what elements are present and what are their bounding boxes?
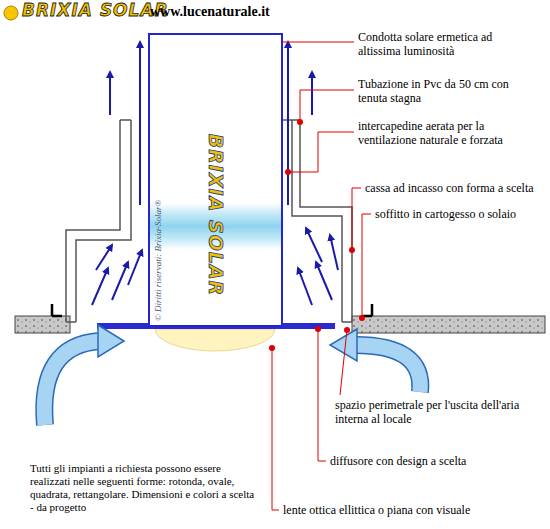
ceiling-slab <box>352 316 545 333</box>
note-text: Tutti gli impianti a richiesta possono e… <box>30 462 258 514</box>
leader-line <box>340 330 347 395</box>
copyright-text: © Diritti riservati: Brixia-Solar® <box>153 200 163 321</box>
part-label: intercapedine aerata per la ventilazione… <box>358 119 530 147</box>
air-arrow <box>112 262 128 300</box>
housing-wall <box>66 120 131 322</box>
optical-lens <box>155 329 275 351</box>
housing-wall <box>66 120 120 322</box>
bracket <box>52 304 62 316</box>
air-arrow <box>139 42 141 205</box>
part-label: Condotta solare ermetica ad altissima lu… <box>358 30 498 58</box>
leader-dot <box>359 315 365 321</box>
leader-line <box>272 348 279 510</box>
leader-dot <box>285 169 291 175</box>
air-arrow <box>306 228 322 262</box>
leader-line <box>300 90 354 122</box>
website-url: www.lucenaturale.it <box>150 5 270 19</box>
air-arrow <box>287 42 289 205</box>
part-label: diffusore con design a scelta <box>330 454 530 468</box>
leader-line <box>352 188 361 250</box>
curved-arrow-head <box>98 325 124 357</box>
leader-dot <box>315 326 321 332</box>
air-arrow <box>96 245 112 270</box>
housing-wall <box>76 120 131 322</box>
logo-sun <box>4 6 18 20</box>
part-label: spazio perimetrale per l'uscita dell'ari… <box>335 398 527 426</box>
air-arrow <box>316 262 332 300</box>
brand-logo: BRIXIA SOLAR <box>22 3 169 17</box>
air-arrow <box>330 235 338 270</box>
air-arrow <box>298 268 312 305</box>
leader-dot <box>349 247 355 253</box>
curved-arrow <box>44 341 100 425</box>
logo-text: BRIXIA SOLAR <box>205 134 227 297</box>
air-arrow <box>92 268 108 305</box>
curved-arrow <box>44 341 100 425</box>
leader-line <box>288 132 354 172</box>
curved-arrow <box>355 345 420 392</box>
part-label: lente ottica ellittica o piana con visua… <box>283 503 545 517</box>
leader-line <box>318 329 326 461</box>
curved-arrow-head <box>330 329 357 361</box>
housing-wall <box>292 120 342 322</box>
solar-tube: BRIXIA SOLAR © Diritti riservati: Brixia-… <box>148 33 283 327</box>
bracket <box>362 304 372 316</box>
part-label: Tubazione in Pvc da 50 cm con tenuta sta… <box>358 77 510 105</box>
part-label: cassa ad incasso con forma a scelta <box>365 181 545 195</box>
air-arrow <box>128 250 142 285</box>
air-arrow <box>311 72 313 115</box>
leader-dot <box>344 327 350 333</box>
leader-dot <box>297 119 303 125</box>
ceiling-slab <box>15 316 70 333</box>
curved-arrow <box>355 345 420 392</box>
leader-line <box>362 214 371 318</box>
leader-dot <box>269 345 275 351</box>
part-label: soffitto in cartogesso o solaio <box>375 207 545 221</box>
air-arrow <box>109 72 111 115</box>
